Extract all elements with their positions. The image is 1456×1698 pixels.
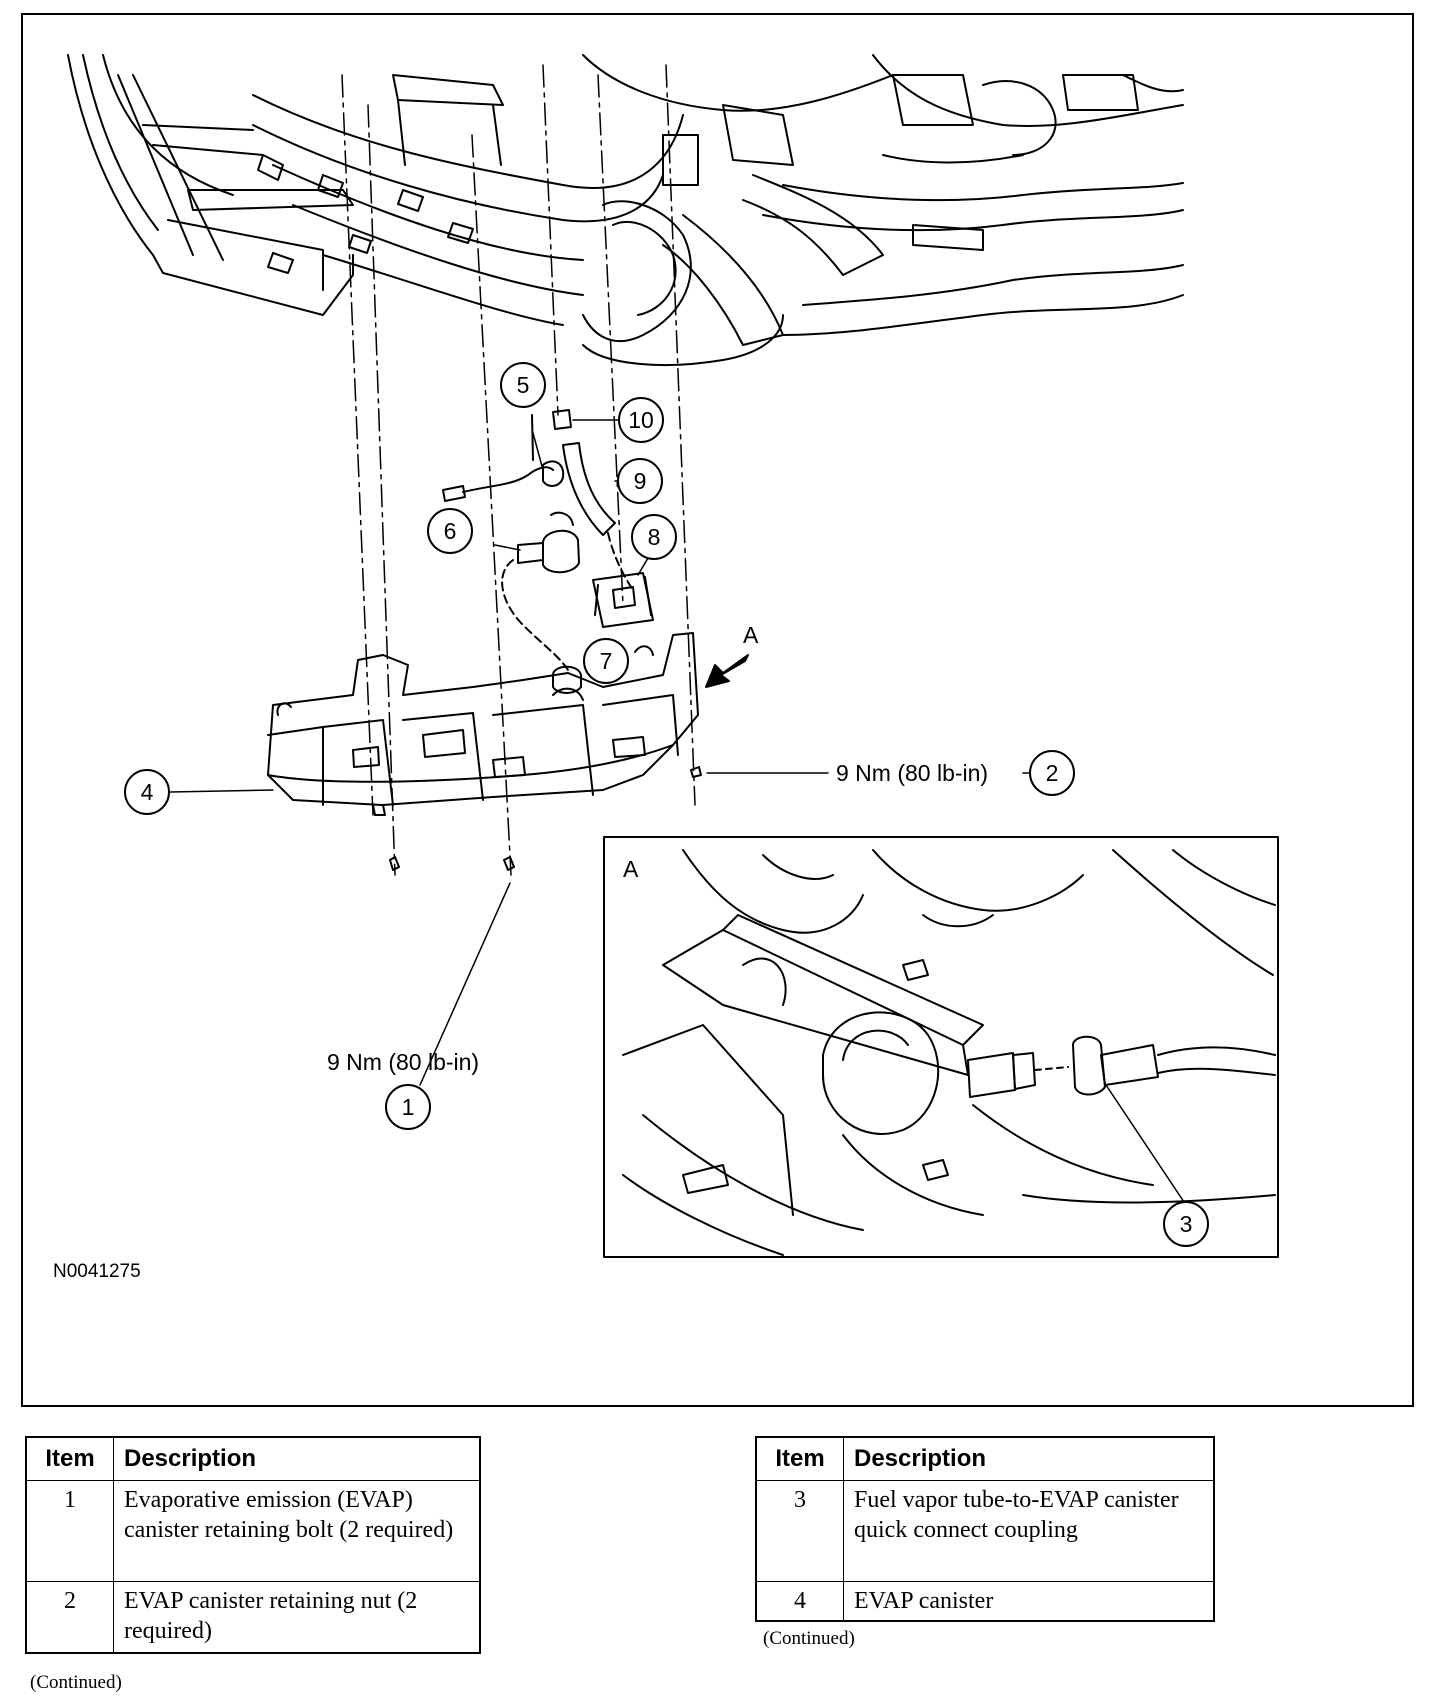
legend-header-row: Item Description [755, 1436, 1215, 1481]
torque-spec-bolt: 9 Nm (80 lb-in) [327, 1049, 479, 1075]
legend-row: 1 Evaporative emission (EVAP) canister r… [25, 1480, 481, 1582]
legend-item-description: Fuel vapor tube-to-EVAP canister quick c… [843, 1480, 1215, 1582]
callout-circle-8 [631, 514, 677, 560]
evap-canister [267, 632, 702, 871]
figure-number: N0041275 [53, 1261, 141, 1282]
legend-item-number: 4 [755, 1581, 844, 1622]
vehicle-underbody [67, 54, 1184, 366]
callout-6: 6 [444, 518, 457, 544]
part-6-purge-valve [501, 511, 580, 671]
continued-note-right: (Continued) [763, 1628, 855, 1649]
legend-header-row: Item Description [25, 1436, 481, 1481]
legend-row: 2 EVAP canister retaining nut (2 require… [25, 1581, 481, 1654]
part-9-hose [562, 442, 634, 591]
exploded-view-figure: 4 1 2 3 5 6 7 8 9 10 9 Nm (80 lb-in) 9 N… [21, 13, 1414, 1407]
legend-item-description: Evaporative emission (EVAP) canister ret… [113, 1480, 481, 1582]
legend-row: 3 Fuel vapor tube-to-EVAP canister quick… [755, 1480, 1215, 1582]
callout-4: 4 [141, 779, 154, 805]
part-10-clamp [552, 409, 572, 430]
part-8-bracket [592, 572, 654, 628]
diagram-canvas: 4 1 2 3 5 6 7 8 9 10 9 Nm (80 lb-in) 9 N… [53, 54, 1279, 1282]
callout-circle-7 [583, 638, 629, 684]
callout-7: 7 [600, 648, 613, 674]
legend-item-number: 3 [755, 1480, 844, 1582]
callout-10: 10 [628, 407, 654, 433]
callout-circles [124, 362, 1209, 1247]
callout-circle-4 [124, 769, 170, 815]
legend-header-description: Description [113, 1436, 481, 1481]
legend-item-description: EVAP canister retaining nut (2 required) [113, 1581, 481, 1654]
legend-header-description: Description [843, 1436, 1215, 1481]
view-arrow-a [705, 654, 749, 688]
callout-5: 5 [517, 372, 530, 398]
inset-view-a [603, 836, 1279, 1258]
callout-circle-10 [618, 397, 664, 443]
callout-1: 1 [402, 1094, 415, 1120]
alignment-lines [341, 64, 696, 876]
callout-2: 2 [1046, 760, 1059, 786]
legend-table-right: Item Description 3 Fuel vapor tube-to-EV… [755, 1436, 1215, 1622]
view-arrow-label: A [743, 622, 759, 648]
legend-header-item: Item [25, 1436, 114, 1481]
callout-8: 8 [648, 524, 661, 550]
legend-item-number: 2 [25, 1581, 114, 1654]
legend-row: 4 EVAP canister [755, 1581, 1215, 1622]
callout-3: 3 [1180, 1211, 1193, 1237]
legend-header-item: Item [755, 1436, 844, 1481]
legend-table-left: Item Description 1 Evaporative emission … [25, 1436, 481, 1654]
callout-circle-2 [1029, 750, 1075, 796]
callout-9: 9 [634, 468, 647, 494]
callout-circle-9 [617, 458, 663, 504]
callout-circle-6 [427, 508, 473, 554]
part-5-harness-connector [442, 414, 565, 502]
leader-lines [169, 419, 1187, 1206]
callout-circle-3 [1163, 1201, 1209, 1247]
callout-circle-1 [385, 1084, 431, 1130]
legend-item-description: EVAP canister [843, 1581, 1215, 1622]
callout-circle-5 [500, 362, 546, 408]
torque-spec-nut: 9 Nm (80 lb-in) [836, 760, 988, 786]
continued-note-left: (Continued) [30, 1672, 122, 1693]
legend-item-number: 1 [25, 1480, 114, 1582]
inset-label: A [623, 856, 639, 882]
